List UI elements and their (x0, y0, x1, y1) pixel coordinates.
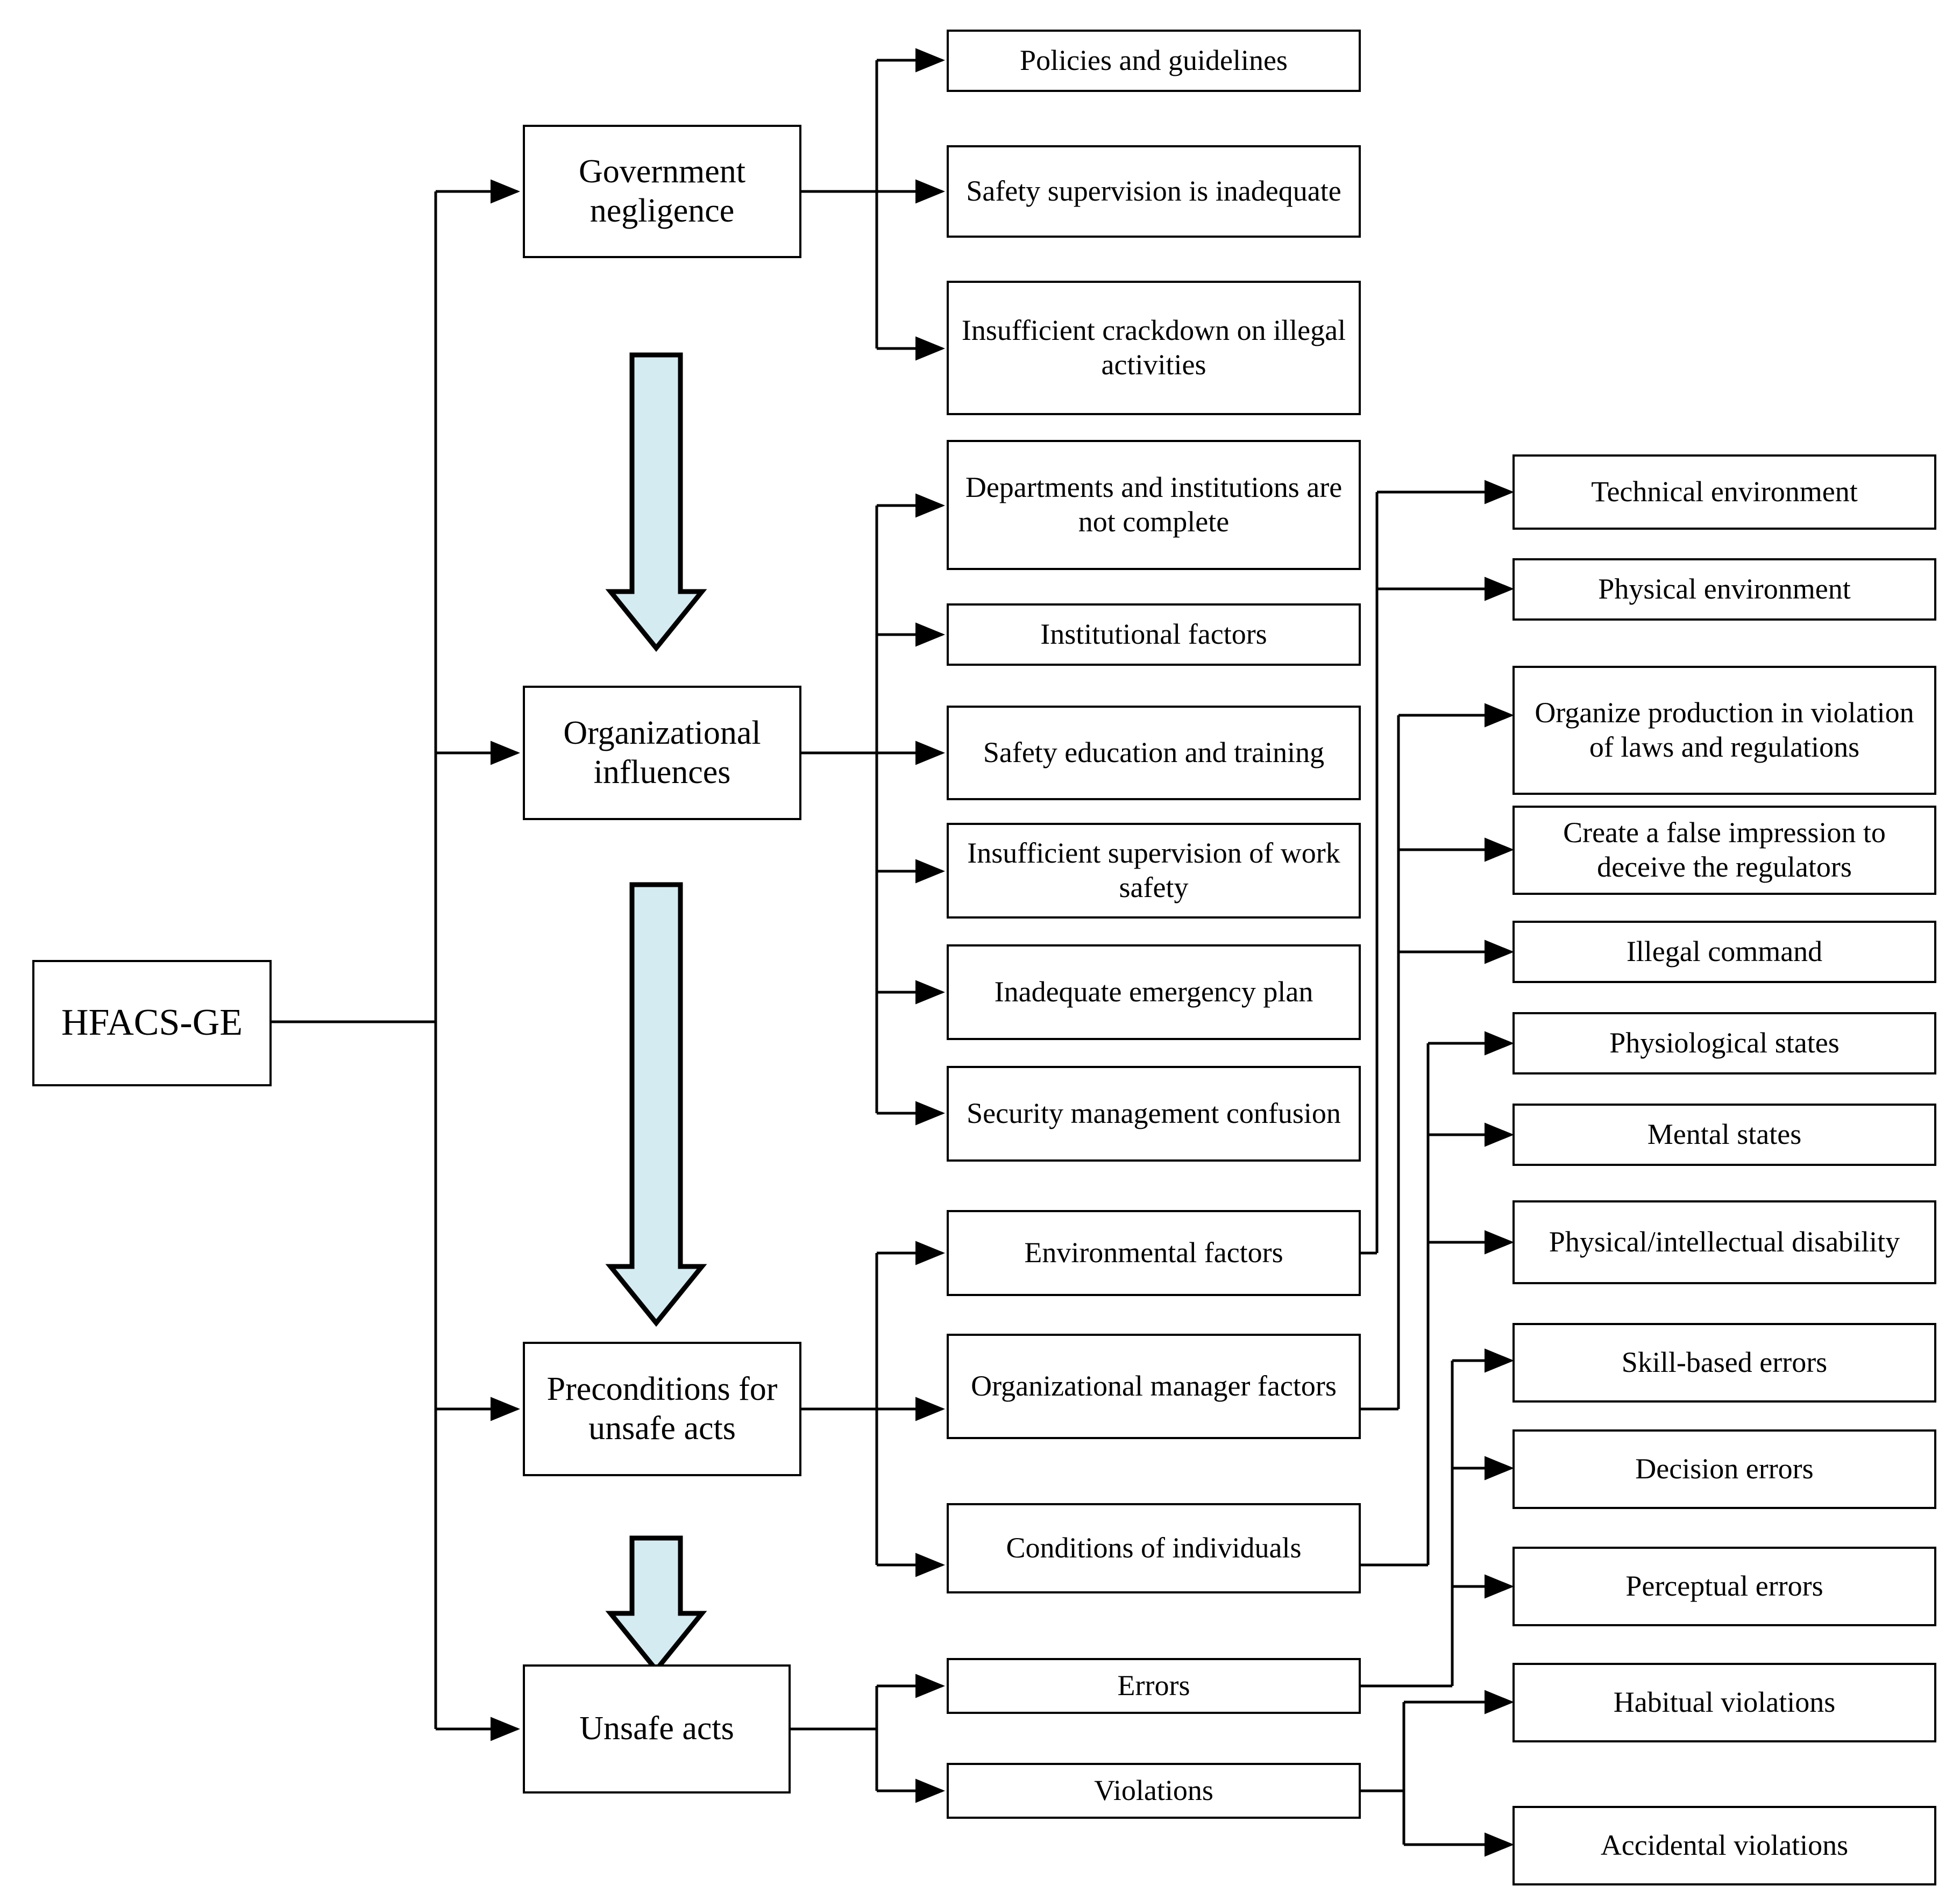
node-errors[interactable]: Errors (947, 1658, 1361, 1714)
node-conditions-of-individuals[interactable]: Conditions of individuals (947, 1503, 1361, 1593)
node-perceptual-errors[interactable]: Perceptual errors (1512, 1547, 1936, 1626)
node-safety-education-and-training[interactable]: Safety education and training (947, 706, 1361, 800)
node-technical-environment[interactable]: Technical environment (1512, 454, 1936, 530)
node-mental-states[interactable]: Mental states (1512, 1104, 1936, 1166)
node-insufficient-crackdown-on-illegal-activities[interactable]: Insufficient crackdown on illegal activi… (947, 281, 1361, 415)
node-departments-and-institutions-are-not-complete[interactable]: Departments and institutions are not com… (947, 440, 1361, 570)
node-organizational-influences[interactable]: Organizational influences (523, 686, 801, 820)
node-inadequate-emergency-plan[interactable]: Inadequate emergency plan (947, 944, 1361, 1040)
node-physical-intellectual-disability[interactable]: Physical/intellectual disability (1512, 1200, 1936, 1284)
node-violations[interactable]: Violations (947, 1763, 1361, 1819)
node-unsafe-acts[interactable]: Unsafe acts (523, 1664, 791, 1794)
node-physiological-states[interactable]: Physiological states (1512, 1012, 1936, 1074)
node-decision-errors[interactable]: Decision errors (1512, 1429, 1936, 1509)
node-accidental-violations[interactable]: Accidental violations (1512, 1806, 1936, 1885)
node-insufficient-supervision-of-work-safety[interactable]: Insufficient supervision of work safety (947, 823, 1361, 919)
node-policies-and-guidelines[interactable]: Policies and guidelines (947, 30, 1361, 92)
node-environmental-factors[interactable]: Environmental factors (947, 1210, 1361, 1296)
node-illegal-command[interactable]: Illegal command (1512, 921, 1936, 983)
node-skill-based-errors[interactable]: Skill-based errors (1512, 1323, 1936, 1403)
node-organizational-manager-factors[interactable]: Organizational manager factors (947, 1334, 1361, 1439)
node-security-management-confusion[interactable]: Security management confusion (947, 1066, 1361, 1162)
node-habitual-violations[interactable]: Habitual violations (1512, 1663, 1936, 1742)
node-preconditions-for-unsafe-acts[interactable]: Preconditions for unsafe acts (523, 1342, 801, 1476)
node-organize-production-in-violation-of-laws-and-regulations[interactable]: Organize production in violation of laws… (1512, 666, 1936, 795)
node-safety-supervision-is-inadequate[interactable]: Safety supervision is inadequate (947, 145, 1361, 238)
node-hfacs-ge[interactable]: HFACS-GE (32, 960, 272, 1086)
node-physical-environment[interactable]: Physical environment (1512, 558, 1936, 621)
node-institutional-factors[interactable]: Institutional factors (947, 603, 1361, 666)
node-create-a-false-impression-to-deceive-the-regulators[interactable]: Create a false impression to deceive the… (1512, 806, 1936, 895)
node-government-negligence[interactable]: Government negligence (523, 125, 801, 258)
